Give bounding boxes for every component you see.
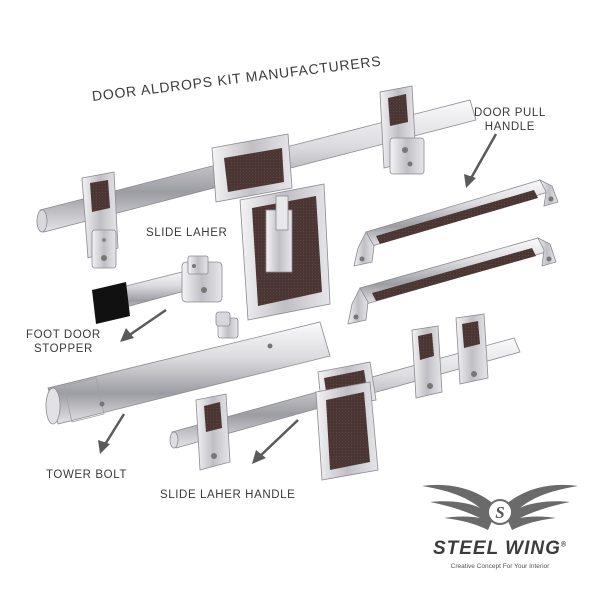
aldrop-left-bracket [81,171,119,269]
brand-name-text: STEEL WING [432,538,561,559]
label-foot-door-stopper-line2: STOPPER [33,343,93,355]
label-foot-door-stopper-line1: FOOT DOOR [26,329,101,341]
arrow-tower-bolt [102,413,126,447]
registered-mark: ® [560,541,568,549]
label-door-pull-handle: DOOR PULL HANDLE [474,106,546,134]
label-slide-laher-handle: SLIDE LAHER HANDLE [160,489,296,501]
wing-logo-icon: S [422,484,578,530]
label-slide-laher: SLIDE LAHER [146,227,228,239]
brand-monogram: S [495,503,504,522]
label-tower-bolt: TOWER BOLT [46,469,127,481]
brand-name: STEEL WING® [418,538,582,560]
arrow-door-pull-handle [468,133,498,181]
arrow-foot-door-stopper [127,308,167,338]
door-aldrop-kit [36,85,477,321]
pointer-arrows [98,133,498,464]
label-door-pull-handle-line1: DOOR PULL [474,107,546,119]
foot-door-stopper [92,255,223,324]
door-pull-handle-lower [347,237,557,325]
aldrop-center-plate [211,133,331,321]
door-pull-handle-upper [353,179,559,267]
aldrop-right-bracket [379,85,425,175]
label-door-pull-handle-line2: HANDLE [484,121,536,133]
label-foot-door-stopper: FOOT DOOR STOPPER [26,328,101,356]
tower-bolt [45,311,331,425]
brand-logo: S STEEL WING® Creative Concept For Your … [418,478,582,578]
slide-laher-handle [169,313,521,481]
brand-tagline: Creative Concept For Your Interior [450,563,550,570]
arrow-slide-laher-handle [257,419,299,459]
